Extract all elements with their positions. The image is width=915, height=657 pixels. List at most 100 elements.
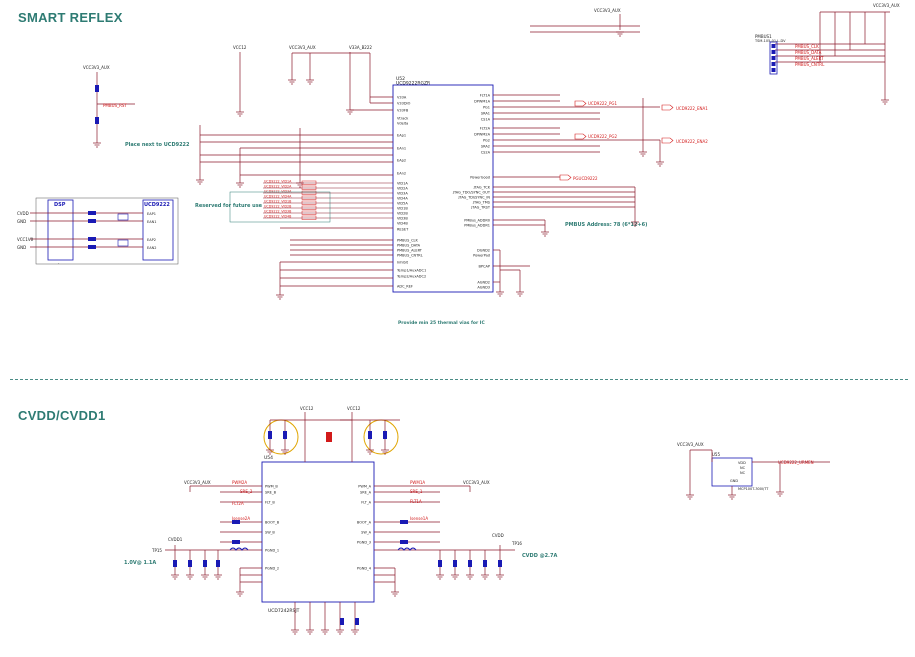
dsp-net-vcc1v0: VCC1V0 (17, 237, 34, 242)
ucd9222-right-pins: FLT1ADPWM1APG1SRA1CS1AFLT2ADPWM2APG2SRA2… (452, 94, 491, 290)
dsp-net-gnd-2: GND (17, 245, 26, 250)
reserved-box (229, 191, 331, 223)
ucd9222-right-pin-label: PMBus_ADDR1 (464, 224, 490, 228)
ground-symbol (276, 294, 284, 300)
net-pg1: UCD9222_PG1 (588, 101, 617, 106)
ucd7242-right-pin-label: PGND_3 (357, 541, 371, 545)
ucd7242-left-pin-label: PGND_1 (265, 549, 279, 553)
ground-symbol (236, 111, 244, 117)
ucd9222-left-pin-label: VID3B (397, 217, 408, 221)
cvdd-vcc3v3-left: VCC3V3_AUX (184, 480, 211, 485)
rail-cvdd-note: CVDD @2.7A (522, 553, 557, 559)
ground-symbol (306, 79, 314, 85)
dsp-right-pins: EAP1 EAN1 EAP2 EAN2 (147, 212, 156, 250)
ground-symbol (391, 591, 399, 597)
ground-symbol (616, 31, 624, 37)
ground-symbol (381, 449, 389, 455)
cvdd-wiring (165, 412, 515, 630)
output-net-labels: UCD9222_PG1 UCD9222_ENA1 UCD9222_PG2 UCD… (559, 100, 708, 181)
vid-net-label: UCD9222_VID2B (264, 204, 292, 208)
net-pmbus-rst: PMBUS_RST (103, 103, 127, 108)
reset-network (96, 72, 135, 143)
vid-net-label: UCD9222_VID4A (264, 194, 292, 198)
rail-vcc3v3-aux-left: VCC3V3_AUX (83, 65, 110, 70)
rail-vcc12: VCC12 (233, 45, 247, 50)
net-flt2a: FLT2A (232, 501, 244, 506)
note-reserved: Reserved for future use (195, 203, 263, 209)
ucd9222-mini-label: UCD9222 (144, 202, 170, 208)
ground-symbol (306, 629, 314, 635)
vid-net-flag (301, 210, 317, 215)
cvdd-vcc3v3-right: VCC3V3_AUX (463, 480, 490, 485)
ic-ref-u54: U54 (264, 455, 273, 461)
dsp-dot: . (58, 260, 60, 266)
ucd9222-left-pin-label: ADC_REF (397, 285, 413, 289)
pmbus-net-alert: PMBUS_ALERT (795, 56, 824, 61)
ground-symbol (436, 574, 444, 580)
net-pwm2a: PWM2A (232, 480, 247, 485)
ucd9222-right-pin-label: PMBus_ADDR0 (464, 219, 490, 223)
ground-symbol (451, 574, 459, 580)
ldo-pin-vdd: VDD (738, 461, 746, 465)
ucd9222-right-pin-label: CS2A (481, 151, 491, 155)
pmbus-header-ref: PMBUS1 (755, 34, 772, 39)
rail-1v0-note: 1.0V@ 1.1A (124, 560, 156, 566)
vid-net-label: UCD9222_VID1B (264, 199, 292, 203)
ground-symbol (214, 574, 222, 580)
rail-vcc3v3-aux-right: VCC3V3_AUX (873, 3, 900, 8)
net-ena2: UCD9222_ENA2 (676, 139, 708, 144)
ground-symbol (466, 574, 474, 580)
vid-net-label: UCD9222_VID2A (264, 184, 292, 188)
ucd9222-mini-block (142, 199, 174, 261)
cvdd-rail-labels: VCC12 VCC12 VCC3V3_AUX VCC3V3_AUX VCC3V3… (151, 406, 704, 553)
ldo-pins: VDD NC NC GND (730, 461, 746, 483)
dsp-left-nets: CVDD GND VCC1V0 GND (17, 211, 34, 250)
ucd9222-right-pin-label: AGND3 (477, 286, 490, 290)
net-cvdd1: CVDD1 (168, 537, 183, 542)
net-pwm1a: PWM1A (410, 480, 425, 485)
ucd9222-left-pin-label: PMBUS_CLK (397, 239, 418, 243)
ucd9222-right-pin-label: SRA2 (481, 145, 490, 149)
net-flt1a: FLT1A (410, 499, 422, 504)
note-pmbus-address: PMBUS Address: 78 (6*12+6) (565, 222, 647, 228)
ucd9222-right-pin-label: JTAG_TDO/SYNC_OUT (452, 191, 491, 195)
ucd9222-right-pin-label: JTAG_TDI/SYNC_IN (457, 196, 490, 200)
ground-symbol (201, 574, 209, 580)
ucd9222-left-pin-label: EAp1 (397, 134, 406, 138)
vid-net-flag (301, 190, 317, 195)
dsp-connection-frame (35, 197, 179, 265)
ground-symbols-top (93, 31, 889, 300)
dsp-connections (30, 212, 143, 248)
ucd9222-left-pin-label: Vdelta (397, 122, 408, 126)
tp16-label: TP16 (511, 541, 522, 546)
ground-symbol (631, 221, 639, 227)
rail-v33a: V33A_B222 (349, 45, 372, 50)
dsp-label: DSP (54, 202, 66, 208)
inductor-right (397, 547, 417, 551)
ground-symbols-bottom (171, 449, 784, 635)
ldo-pin-nc2: NC (740, 471, 746, 475)
ucd9222-right-pin-label: FLT2A (480, 127, 491, 131)
ucd-pin-ean2: EAN2 (147, 246, 156, 250)
ucd7242-right-pin-label: SRE_A (360, 491, 372, 495)
ground-symbol (93, 142, 101, 148)
ucd-pin-eap2: EAP2 (147, 238, 156, 242)
ground-symbol (266, 449, 274, 455)
rail-vcc3v3-aux-1: VCC3V3_AUX (289, 45, 316, 50)
ic-part-ucd7242: UCD7242RSJT (268, 608, 300, 614)
ground-symbol (281, 449, 289, 455)
ground-symbol (656, 161, 664, 167)
ucd9222-left-pin-label: VID3A (397, 192, 408, 196)
ground-symbol (516, 291, 524, 297)
cvdd-net-labels: PWM2A FLT2A SRE_2 Isense2A PWM1A SRE_1 F… (232, 480, 428, 521)
vid-net-label: UCD9222_VID1A (264, 179, 292, 183)
right-side-wiring (493, 11, 890, 292)
dsp-net-gnd-1: GND (17, 219, 26, 224)
ground-symbol (236, 591, 244, 597)
ucd7242-left-pin-label: FLT_B (265, 501, 275, 505)
net-sre2: SRE_2 (240, 489, 253, 494)
